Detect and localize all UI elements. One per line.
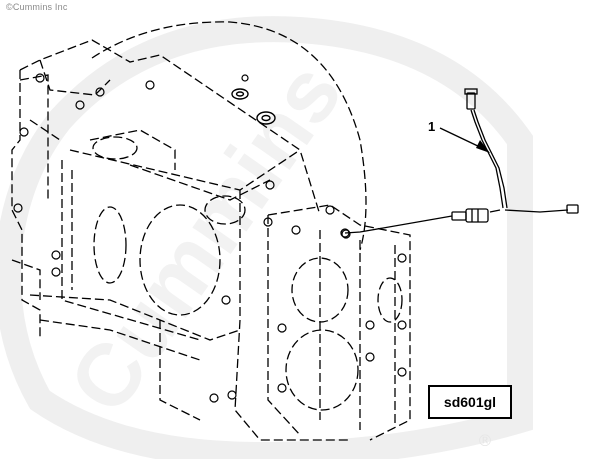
callout-number-1: 1 (428, 119, 436, 134)
top-plugs (231, 88, 276, 125)
sensor-harness (340, 88, 579, 238)
bolt-holes (13, 73, 407, 403)
copyright-text: ©Cummins Inc (6, 2, 68, 12)
registered-mark: ® (477, 431, 493, 450)
figure-id-label: sd601gl (428, 385, 512, 419)
callout-leader-arrow (439, 127, 490, 153)
cummins-watermark-logo (0, 16, 533, 459)
engine-block (11, 21, 411, 441)
